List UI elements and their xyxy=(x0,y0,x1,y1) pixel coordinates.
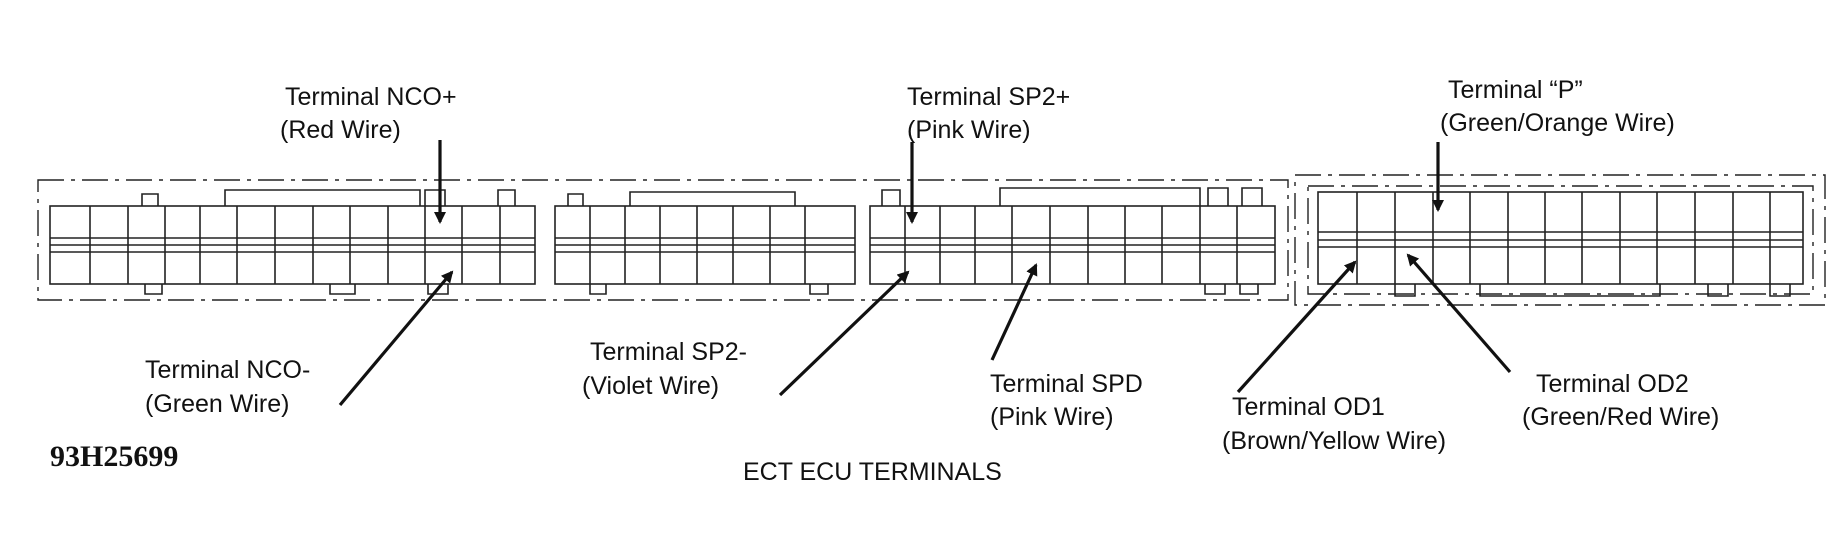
left-connector-housing xyxy=(37,179,1289,301)
callout-od2-terminal: Terminal OD2 xyxy=(1536,370,1689,398)
block-2-cells xyxy=(555,206,855,284)
figure-id: 93H25699 xyxy=(50,440,178,473)
callout-od1: Terminal OD1 (Brown/Yellow Wire) xyxy=(1222,393,1446,455)
block-2-tabs xyxy=(567,191,829,295)
callout-sp2-plus: Terminal SP2+ (Pink Wire) xyxy=(907,83,1070,144)
callout-p-terminal: Terminal “P” xyxy=(1448,76,1583,104)
arrow-od2 xyxy=(1406,253,1512,374)
callout-sp2-minus: Terminal SP2- (Violet Wire) xyxy=(582,338,747,400)
callout-od2: Terminal OD2 (Green/Red Wire) xyxy=(1522,370,1719,431)
arrow-spd xyxy=(990,263,1038,361)
callout-spd: Terminal SPD (Pink Wire) xyxy=(990,370,1143,431)
arrow-sp2-minus xyxy=(778,270,910,397)
callout-p: Terminal “P” (Green/Orange Wire) xyxy=(1440,76,1675,137)
block-3-tabs xyxy=(881,187,1263,295)
callout-od1-terminal: Terminal OD1 xyxy=(1232,393,1385,421)
callout-sp2-minus-terminal: Terminal SP2- xyxy=(590,338,747,366)
callout-sp2-plus-terminal: Terminal SP2+ xyxy=(907,83,1070,111)
connector-block-2 xyxy=(554,191,856,295)
block-1-cells xyxy=(50,206,535,284)
callout-nco-plus: Terminal NCO+ (Red Wire) xyxy=(280,83,457,144)
block-4-cells xyxy=(1318,192,1803,284)
connector-block-1 xyxy=(49,189,536,295)
arrow-od1 xyxy=(1236,260,1357,394)
callout-sp2-minus-wire: (Violet Wire) xyxy=(582,372,719,400)
callout-nco-plus-terminal: Terminal NCO+ xyxy=(285,83,457,111)
callout-sp2-plus-wire: (Pink Wire) xyxy=(907,116,1031,144)
callout-od1-wire: (Brown/Yellow Wire) xyxy=(1222,427,1446,455)
callout-nco-minus-wire: (Green Wire) xyxy=(145,390,289,418)
callout-nco-minus: Terminal NCO- (Green Wire) xyxy=(145,356,310,418)
callout-spd-wire: (Pink Wire) xyxy=(990,403,1114,431)
callout-spd-terminal: Terminal SPD xyxy=(990,370,1143,398)
diagram-caption: ECT ECU TERMINALS xyxy=(743,458,1002,486)
callout-nco-plus-wire: (Red Wire) xyxy=(280,116,401,144)
callout-od2-wire: (Green/Red Wire) xyxy=(1522,403,1719,431)
right-connector-housing xyxy=(1294,174,1826,306)
block-3-cells xyxy=(870,206,1275,284)
block-1-tabs xyxy=(141,189,516,295)
connector-block-3 xyxy=(869,187,1276,295)
block-4-tabs xyxy=(1394,284,1791,297)
block-4-frame xyxy=(1317,191,1804,285)
callout-nco-minus-terminal: Terminal NCO- xyxy=(145,356,310,384)
arrow-nco-minus xyxy=(338,270,454,407)
callout-p-wire: (Green/Orange Wire) xyxy=(1440,109,1675,137)
connector-block-4 xyxy=(1317,191,1804,297)
